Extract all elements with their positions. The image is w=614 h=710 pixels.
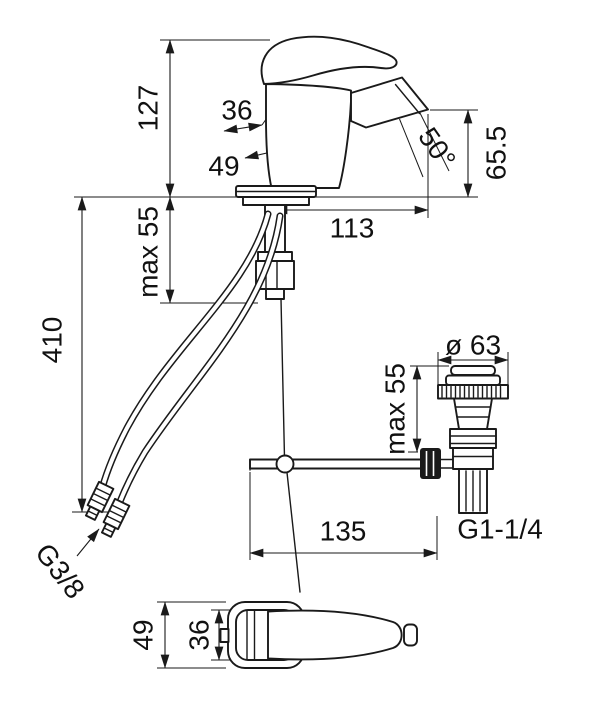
faucet-plan-view — [219, 601, 418, 669]
dim-49-top: 49 — [208, 151, 239, 182]
drain-body — [452, 447, 494, 470]
plan-lever-tip — [403, 623, 418, 647]
pull-rod-lower — [286, 471, 301, 593]
dim-dia63: ø 63 — [445, 330, 501, 361]
hose-thread-leader — [76, 528, 100, 557]
dim-g1-14: G1-1/4 — [457, 514, 543, 545]
dim-max55-drain: max 55 — [380, 363, 411, 455]
dim-max55-left: max 55 — [133, 206, 164, 298]
faucet-body — [265, 83, 352, 189]
rod-ball-joint — [275, 454, 295, 474]
dim-36-top: 36 — [221, 95, 252, 126]
shank-washer — [257, 251, 293, 262]
dim-50deg: 50° — [412, 122, 462, 174]
flexible-hoses — [84, 210, 284, 538]
deck-flange — [242, 196, 310, 206]
drain-coupling — [449, 428, 497, 449]
drain-plug-mid — [445, 374, 501, 386]
pull-rod-upper — [280, 298, 286, 459]
drain-plug-top — [450, 365, 496, 376]
shank-tip — [265, 288, 285, 300]
popup-drain — [437, 365, 509, 514]
plan-spout-tab — [219, 628, 230, 643]
dim-410: 410 — [37, 317, 68, 364]
adjusting-knob — [420, 448, 441, 479]
dim-127: 127 — [133, 85, 164, 132]
plan-lever — [267, 609, 403, 661]
dim-65-5: 65.5 — [481, 126, 512, 181]
popup-linkage — [249, 448, 454, 593]
dim-135: 135 — [320, 516, 367, 547]
dim-36-bottom: 36 — [184, 619, 215, 650]
spout — [350, 76, 429, 129]
dim-113: 113 — [330, 213, 375, 244]
faucet-side-view — [235, 35, 429, 459]
hose-fitting — [84, 480, 115, 521]
dim-g3-8: G3/8 — [29, 538, 91, 605]
lever-handle — [260, 35, 398, 85]
aerator-line — [394, 83, 421, 115]
drain-neck — [453, 397, 493, 430]
dim-49-bottom: 49 — [128, 619, 159, 650]
hose-fitting — [100, 497, 131, 538]
